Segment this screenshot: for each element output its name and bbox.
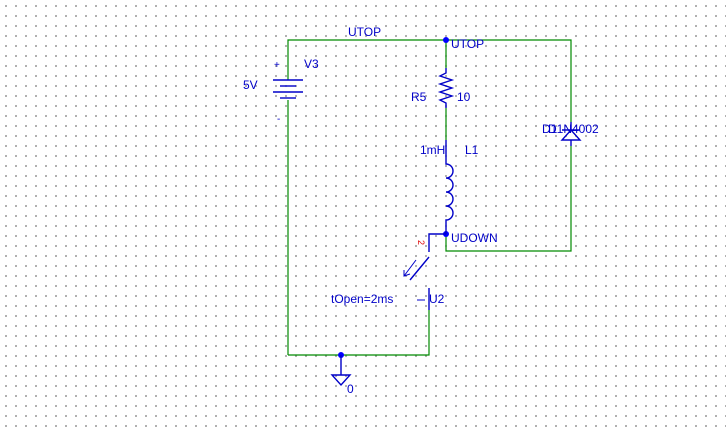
wires [287,39,572,356]
switch-arrow-shaft [403,259,417,277]
wire-utop-top[interactable] [287,39,572,122]
inductor-coil [445,140,454,234]
resistor-ref: R5 [411,90,427,104]
diode-ref: D1 [542,122,558,136]
switch-ref: U2 [429,292,445,306]
diode-value: D1N4002 [548,122,599,136]
ground-symbol[interactable]: 0 [330,355,354,396]
resistor-zigzag [437,68,455,108]
battery-v3[interactable]: + - V3 5V [243,57,319,125]
net-label-utop-wire[interactable]: UTOP [348,25,381,39]
battery-plus-sign: + [274,60,280,71]
inductor-l1[interactable]: 1mH L1 [420,140,479,234]
switch-pin2-label: 2 [416,240,426,245]
resistor-r5[interactable]: R5 10 [411,68,471,108]
junction-utop [443,37,449,43]
resistor-value: 10 [457,90,471,104]
switch-u2[interactable]: 2 tOpen=2ms U2 [331,233,446,310]
wire-ground-bottom[interactable] [288,310,430,356]
switch-blade [409,256,430,281]
net-label-udown[interactable]: UDOWN [451,231,498,245]
battery-value: 5V [243,78,258,92]
wire-diode-to-udown[interactable] [445,146,572,252]
battery-minus-sign: - [277,114,280,125]
ground-label: 0 [347,382,354,396]
inductor-value: 1mH [420,143,445,157]
diode-d1[interactable]: D1 D1N4002 [542,122,599,146]
inductor-ref: L1 [465,143,479,157]
battery-ref: V3 [304,57,319,71]
net-label-utop-node[interactable]: UTOP [451,37,484,51]
ground-triangle [330,374,352,387]
switch-lead-top [428,233,446,252]
switch-param: tOpen=2ms [331,292,393,306]
switch-arrow-head [403,270,411,277]
